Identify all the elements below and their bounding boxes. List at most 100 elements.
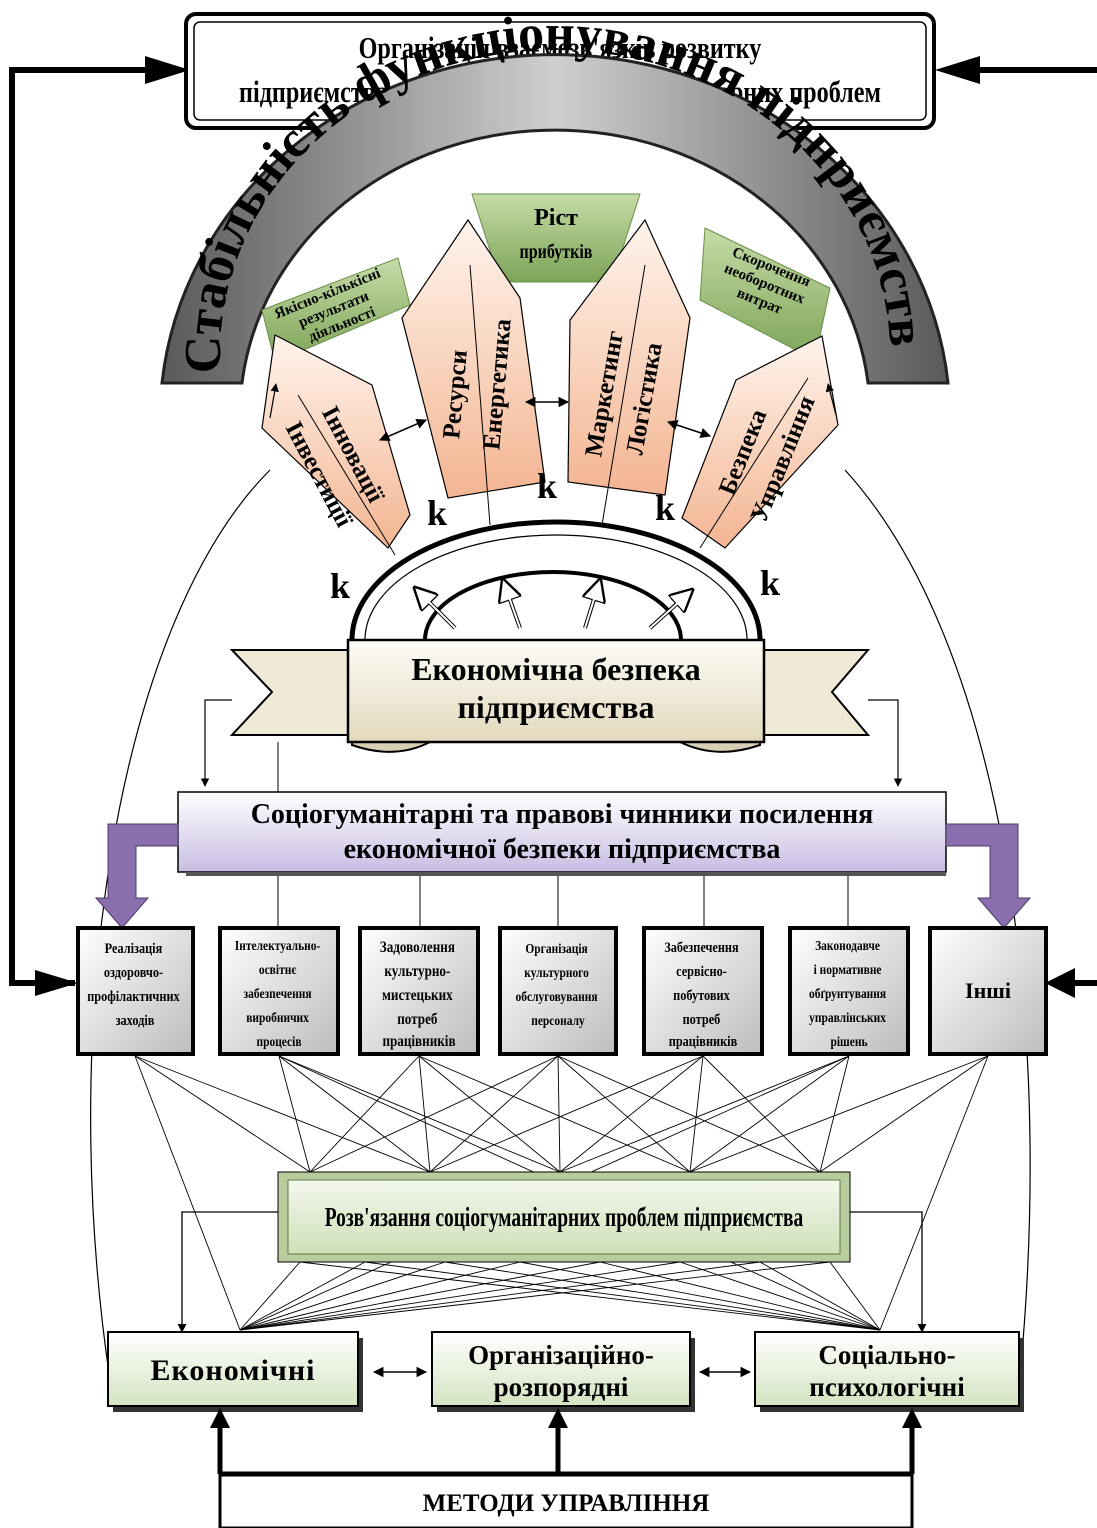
web-line <box>599 1261 881 1331</box>
k-letter-3: k <box>537 466 557 506</box>
factor-box-7: Інші <box>928 926 1048 1056</box>
factors-box <box>177 791 947 873</box>
web-line <box>299 1261 881 1331</box>
web-line <box>819 1055 850 1173</box>
green-label-right: Скорочення необоротних витрат <box>699 227 831 361</box>
web-line <box>879 1055 989 1331</box>
svg-text:розпорядні: розпорядні <box>494 1372 629 1402</box>
factor-box-6: Законодавче і нормативне обґрунтування у… <box>788 926 910 1056</box>
svg-text:Економічні: Економічні <box>151 1354 316 1387</box>
web-line <box>418 1055 691 1173</box>
web-line <box>519 1261 881 1331</box>
pillar-resources: Ресурси Енергетика <box>401 218 546 526</box>
web-line <box>239 1261 681 1331</box>
stability-arch <box>160 53 950 385</box>
k-letter-2: k <box>427 493 447 533</box>
web-line <box>239 1261 761 1331</box>
factor-box-1: Реалізація оздоровчо- профілактичних зах… <box>76 926 195 1056</box>
factor-box-5: Забезпечення сервісно- побутових потреб … <box>642 926 764 1056</box>
svg-text:Задоволення культурно-: Задоволення культурно- мистецьких потреб… <box>380 939 458 1050</box>
factor-box-3: Задоволення культурно- мистецьких потреб… <box>358 926 480 1056</box>
outer-left-curve <box>90 469 271 1381</box>
pillar-link-1 <box>379 418 427 442</box>
banner-arrow-right <box>868 699 903 787</box>
web-line <box>239 1261 301 1331</box>
web-line <box>134 1055 431 1173</box>
web-line <box>429 1055 704 1173</box>
k-letter-1: k <box>330 566 350 606</box>
base-dome-outer <box>349 519 763 641</box>
solution-arrow-left <box>177 1211 278 1333</box>
web-line <box>689 1055 704 1173</box>
dome-arrow-1w <box>417 590 456 629</box>
web-line <box>239 1261 446 1331</box>
purple-arrow-left <box>94 823 179 929</box>
web-line <box>557 1055 821 1173</box>
web-line <box>309 1055 559 1173</box>
web-line <box>239 1261 831 1331</box>
method-social-box: Соціально- психологічні <box>754 1331 1024 1412</box>
web-line <box>444 1261 881 1331</box>
web-line <box>239 1261 521 1331</box>
svg-text:Забезпечення сервісно-: Забезпечення сервісно- побутових потреб … <box>664 939 742 1049</box>
green-label-center: Ріст прибутків <box>471 193 641 283</box>
svg-text:прибутків: прибутків <box>520 240 593 262</box>
feedback-arrow-bottom-left <box>35 970 78 996</box>
factors-line-2: економічної безпеки підприємства <box>344 834 781 865</box>
dome-arrow-2w <box>503 582 521 629</box>
economic-security-banner: Економічна безпека підприємства <box>229 638 871 753</box>
svg-text:Розв'язання соціогуманітарних: Розв'язання соціогуманітарних проблем пі… <box>325 1203 804 1233</box>
web-line <box>429 1055 559 1173</box>
svg-text:Реалізація оздоровчо-: Реалізація оздоровчо- профілактичних зах… <box>87 940 183 1028</box>
web-line <box>557 1055 561 1173</box>
web-line <box>557 1055 691 1173</box>
web-line <box>364 1261 881 1331</box>
banner-arrow-left <box>200 699 232 787</box>
method-organizational-box: Організаційно- розпорядні <box>431 1331 695 1412</box>
svg-text:Організація культурного: Організація культурного обслуговування п… <box>516 941 601 1028</box>
methods-feeders <box>217 1420 915 1477</box>
svg-text:Ріст: Ріст <box>534 205 578 231</box>
base-dome-small <box>423 570 683 641</box>
svg-text:Соціально-: Соціально- <box>818 1340 955 1370</box>
pillar-security: Безпека Управління <box>681 335 839 549</box>
web-line <box>679 1261 881 1331</box>
dome-arrow-3w <box>584 582 600 629</box>
pillar-up-arrow-right <box>825 383 837 416</box>
factor-box-4: Організація культурного обслуговування п… <box>498 926 618 1056</box>
pillar-link-3 <box>667 420 711 438</box>
solution-arrow-right <box>850 1211 927 1333</box>
web-line <box>278 1055 311 1173</box>
web-line <box>309 1055 420 1173</box>
base-dome-inner <box>364 534 748 641</box>
dome-arrow-4w <box>649 592 690 629</box>
svg-text:психологічні: психологічні <box>809 1372 965 1402</box>
web-line <box>759 1261 881 1331</box>
k-letter-5: k <box>760 563 780 603</box>
svg-text:Інтелектуально- освітнє: Інтелектуально- освітнє забезпечення вир… <box>235 938 323 1049</box>
web-line <box>239 1261 601 1331</box>
web-line <box>559 1055 704 1173</box>
feedback-arrow-top-left <box>145 56 190 84</box>
web-line <box>702 1055 821 1173</box>
svg-text:Організаційно-: Організаційно- <box>468 1340 654 1370</box>
web-line <box>134 1055 241 1331</box>
pillar-investments: Інвестиції Інновації <box>261 334 411 556</box>
k-letter-4: k <box>655 488 675 528</box>
web-line <box>418 1055 431 1173</box>
svg-text:Інші: Інші <box>965 978 1011 1003</box>
method-economic-box: Економічні <box>107 1331 363 1412</box>
web-line <box>239 1261 366 1331</box>
factors-box-shadow <box>186 872 946 876</box>
web-line <box>278 1055 561 1173</box>
web-line <box>418 1055 561 1173</box>
web-line <box>134 1055 311 1173</box>
pillar-marketing: Маркетинг Логістика <box>567 218 691 526</box>
web-line <box>689 1055 989 1173</box>
svg-text:Законодавче і нормативне: Законодавче і нормативне обґрунтування у… <box>809 938 889 1049</box>
pillar-up-arrow-left <box>269 383 279 419</box>
incoming-arrow-box-right <box>1045 968 1075 998</box>
svg-text:підприємства: підприємства <box>457 689 654 725</box>
web-line <box>829 1261 881 1331</box>
